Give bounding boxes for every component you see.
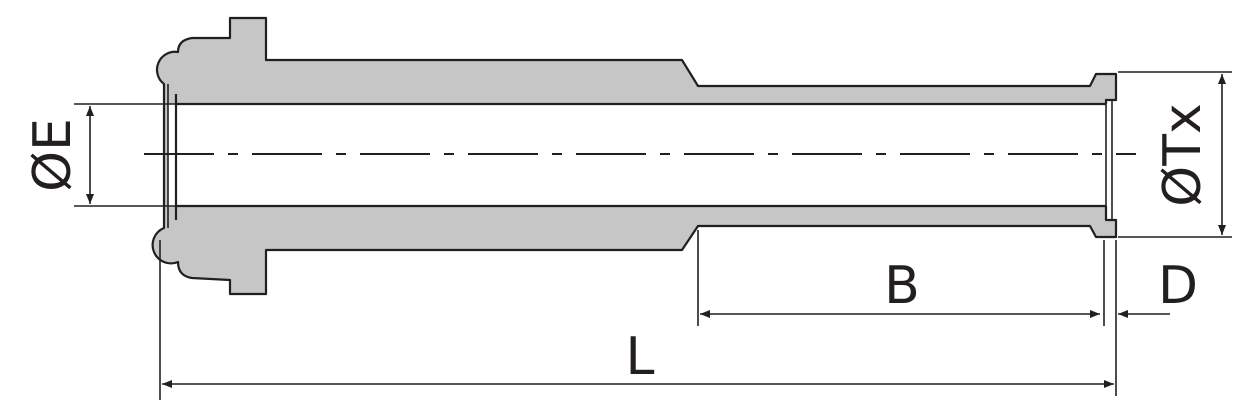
label-l: L (626, 327, 655, 387)
label-dia-e: ØE (23, 118, 83, 192)
label-b: B (884, 256, 920, 316)
label-dia-tx: ØTx (1153, 103, 1213, 206)
label-d: D (1158, 256, 1198, 316)
